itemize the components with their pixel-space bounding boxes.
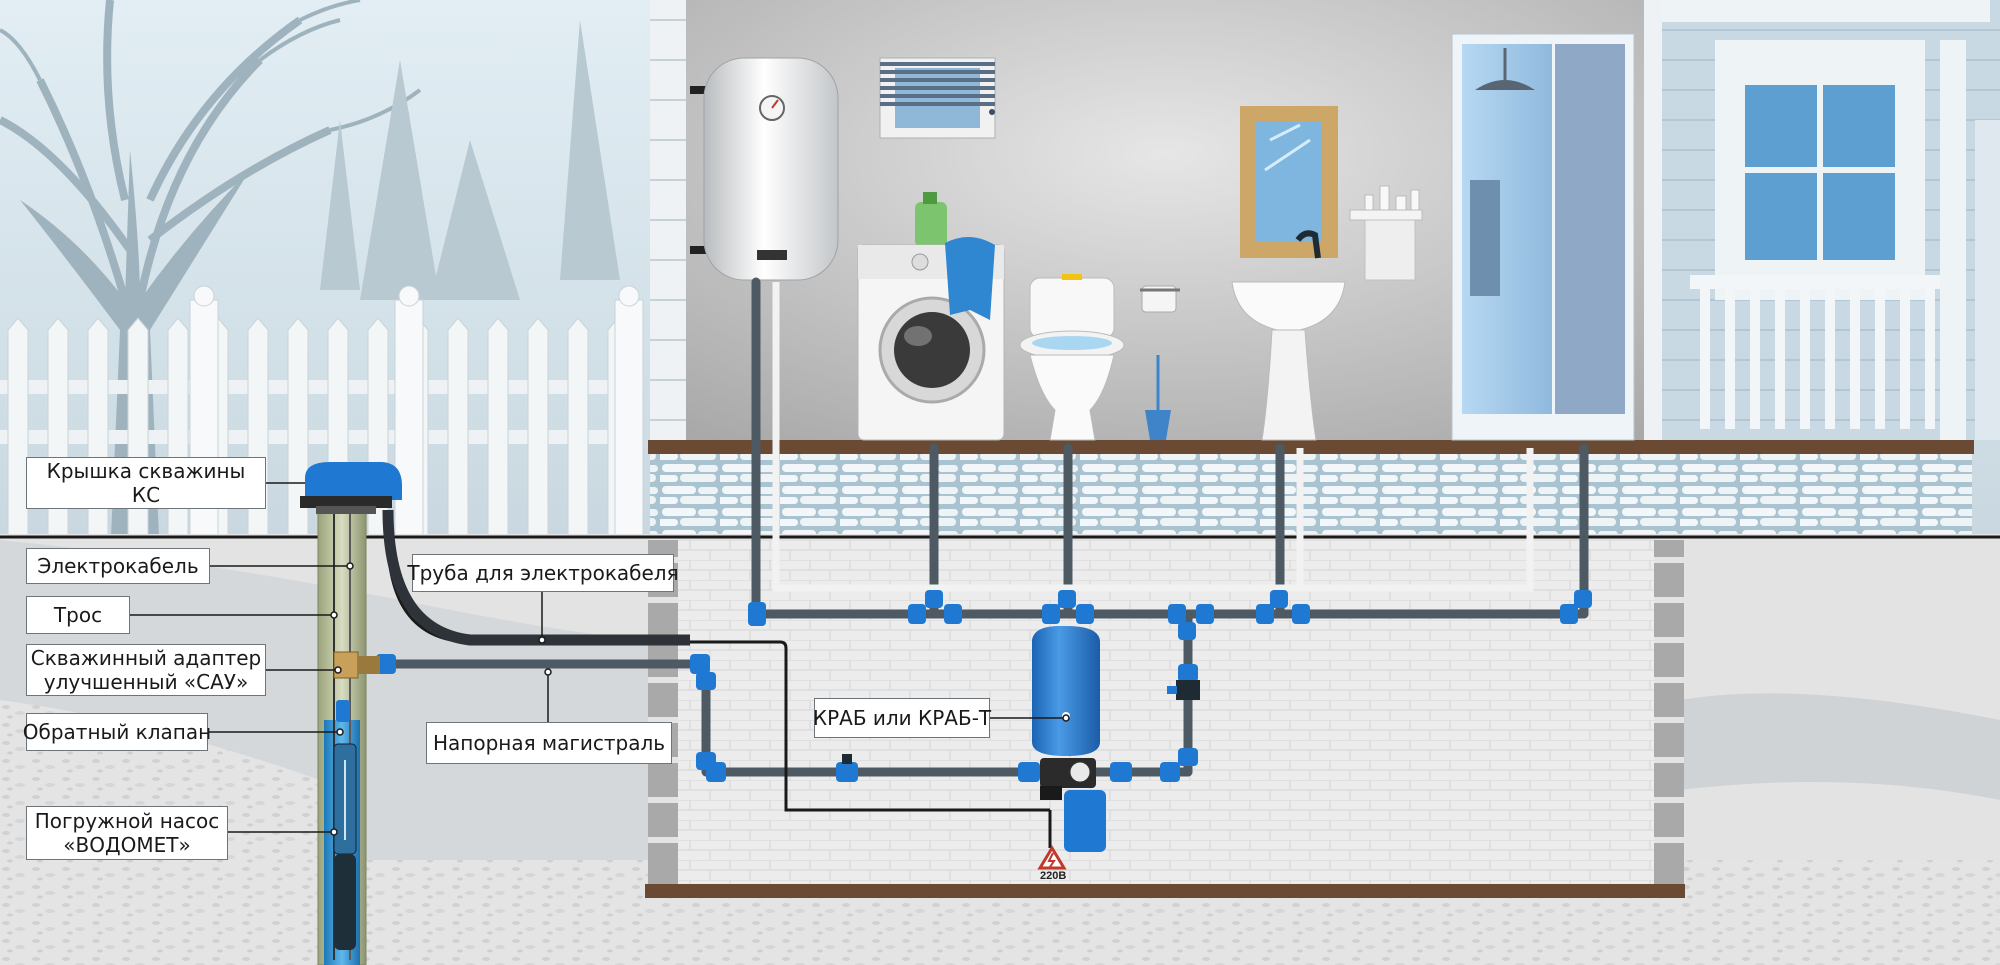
porch-icon xyxy=(1650,0,2000,440)
toilet-icon xyxy=(1019,274,1125,441)
label-pressure-main: Напорная магистраль xyxy=(426,722,672,764)
toilet-brush-icon xyxy=(1145,355,1171,440)
label-cable: Трос xyxy=(26,596,130,634)
hot-water-pipes xyxy=(772,282,1534,592)
background-trees xyxy=(320,20,620,300)
mirror-icon xyxy=(1240,106,1338,258)
basement-floor xyxy=(645,884,1685,898)
toilet-paper-icon xyxy=(1140,285,1180,313)
voltage-label: 220В xyxy=(1040,870,1067,882)
floor-beam xyxy=(648,440,1974,454)
pipe-fittings xyxy=(376,590,1592,782)
label-pump: Погружной насос «ВОДОМЕТ» xyxy=(26,806,228,860)
sink-icon xyxy=(1231,230,1346,441)
label-well-adapter-line2: улучшенный «САУ» xyxy=(43,670,249,694)
leader-dots xyxy=(330,562,1070,836)
label-pump-line1: Погружной насос xyxy=(34,809,220,833)
ball-valve-icon xyxy=(836,680,1200,782)
window-blind-icon xyxy=(879,57,996,139)
stone-foundation xyxy=(650,452,1972,534)
label-check-valve-text: Обратный клапан xyxy=(22,720,212,744)
pressure-tank-icon xyxy=(1032,626,1100,756)
label-electric-cable-text: Электрокабель xyxy=(37,554,199,578)
basement-wall xyxy=(648,540,1684,885)
well-adapter xyxy=(333,651,380,679)
well-cap-icon xyxy=(300,462,402,514)
label-well-cap: Крышка скважины КС xyxy=(26,457,266,509)
high-voltage-warning-icon xyxy=(1037,810,1067,870)
label-well-adapter-line1: Скважинный адаптер xyxy=(30,646,262,670)
shower-cabin-icon xyxy=(1451,33,1635,441)
label-pressure-main-text: Напорная магистраль xyxy=(432,731,666,755)
label-cable-pipe-text: Труба для электрокабеля xyxy=(407,561,679,585)
check-valve xyxy=(336,700,350,722)
label-pump-line2: «ВОДОМЕТ» xyxy=(63,833,191,857)
fence-icon xyxy=(0,285,644,541)
water-heater-icon xyxy=(690,57,839,281)
towel-icon xyxy=(945,236,995,320)
label-well-cap-line2: КС xyxy=(131,483,161,507)
label-tank-text: КРАБ или КРАБ-Т xyxy=(812,706,992,730)
label-cable-pipe: Труба для электрокабеля xyxy=(407,554,679,592)
cable-conduit-pipe xyxy=(382,509,690,646)
detergent-bottle-icon xyxy=(915,192,947,247)
label-cable-text: Трос xyxy=(53,603,103,627)
shelf-icon xyxy=(1349,185,1423,281)
label-electric-cable: Электрокабель xyxy=(26,548,210,584)
label-well-adapter: Скважинный адаптер улучшенный «САУ» xyxy=(26,644,266,696)
pressure-switch-icon xyxy=(1040,758,1106,852)
label-check-valve: Обратный клапан xyxy=(22,713,212,751)
label-tank: КРАБ или КРАБ-Т xyxy=(812,698,992,738)
submersible-pump-icon xyxy=(333,743,357,950)
label-well-cap-line1: Крышка скважины xyxy=(46,459,246,483)
